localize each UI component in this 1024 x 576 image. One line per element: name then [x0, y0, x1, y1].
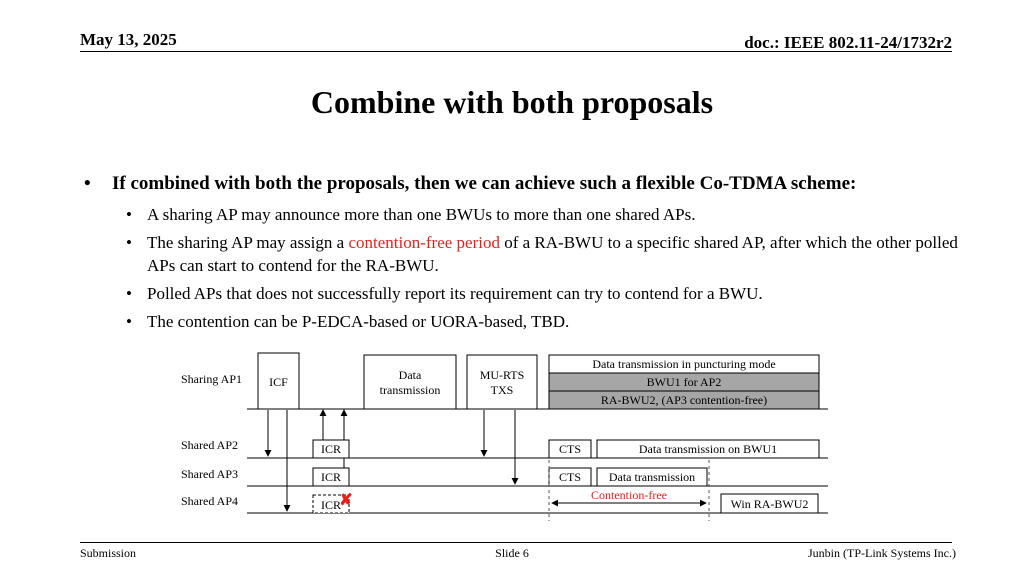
cts-label-ap2: CTS: [559, 442, 581, 456]
slide-title: Combine with both proposals: [310, 84, 714, 120]
rabwu2-label: RA-BWU2, (AP3 contention-free): [601, 393, 767, 407]
data-transmission-label-1: Data: [399, 368, 422, 382]
bullet-dot: •: [84, 173, 91, 194]
icr-frame-ap4-failed: [312, 494, 350, 514]
cts-frame-ap3: [548, 467, 592, 487]
cts-label-ap3: CTS: [559, 470, 581, 484]
data-bwu1-frame: [596, 439, 820, 459]
rabwu2-frame: [548, 390, 820, 410]
icr-frame-ap2: [312, 439, 350, 459]
bullet-main: • If combined with both the proposals, t…: [80, 170, 970, 198]
mu-rts-label-2: TXS: [491, 383, 514, 397]
bullet-sub-2-post: of a RA-BWU to a specific shared AP, aft…: [147, 233, 958, 275]
bullet-sub-2: • The sharing AP may assign a contention…: [80, 231, 970, 277]
bullet-sub-4-text: The contention can be P-EDCA-based or UO…: [147, 312, 570, 331]
bullet-list: • If combined with both the proposals, t…: [80, 170, 970, 333]
data-bwu1-label: Data transmission on BWU1: [639, 442, 777, 456]
row-label-shared-ap4: Shared AP4: [181, 494, 238, 508]
puncturing-title-label: Data transmission in puncturing mode: [592, 357, 775, 371]
bullet-dot: •: [126, 284, 132, 303]
bullet-sub-3-text: Polled APs that does not successfully re…: [147, 284, 763, 303]
win-rabwu2-label: Win RA-BWU2: [731, 497, 809, 511]
mu-rts-txs-frame: [466, 354, 538, 410]
bullet-main-text: If combined with both the proposals, the…: [112, 173, 857, 194]
header-doc-id: doc.: IEEE 802.11-24/1732r2: [744, 33, 952, 52]
row-label-shared-ap2: Shared AP2: [181, 438, 238, 452]
bullet-sub-4: • The contention can be P-EDCA-based or …: [80, 310, 970, 333]
bullet-sub-1: • A sharing AP may announce more than on…: [80, 203, 970, 226]
header-date: May 13, 2025: [80, 30, 177, 49]
data-transmission-label-2: transmission: [380, 383, 441, 397]
footer-author: Junbin (TP-Link Systems Inc.): [808, 546, 956, 560]
icf-frame: [257, 352, 300, 410]
row-label-sharing-ap1: Sharing AP1: [181, 372, 242, 386]
bwu1-label: BWU1 for AP2: [647, 375, 722, 389]
icr-label-ap3: ICR: [321, 470, 341, 484]
bullet-sub-2-highlight: contention-free period: [348, 233, 500, 252]
bullet-dot: •: [126, 233, 132, 252]
bullet-dot: •: [126, 205, 132, 224]
icf-label: ICF: [269, 375, 288, 389]
icr-label-ap4: ICR: [321, 498, 341, 512]
win-rabwu2-frame: [720, 493, 819, 514]
data-transmission-frame: [363, 354, 457, 410]
bullet-sub-1-text: A sharing AP may announce more than one …: [147, 205, 696, 224]
contention-free-label: Contention-free: [591, 488, 667, 502]
data-tx-ap3-frame: [596, 467, 708, 487]
fail-x-icon: ✘: [339, 492, 352, 509]
footer-divider: [80, 542, 952, 543]
row-label-shared-ap3: Shared AP3: [181, 467, 238, 481]
icr-label-ap2: ICR: [321, 442, 341, 456]
data-tx-ap3-label: Data transmission: [609, 470, 695, 484]
header-divider: [80, 51, 952, 52]
icr-frame-ap3: [312, 467, 350, 487]
footer-submission: Submission: [80, 546, 137, 560]
cts-frame-ap2: [548, 439, 592, 459]
mu-rts-label-1: MU-RTS: [480, 368, 525, 382]
bullet-dot: •: [126, 312, 132, 331]
footer-slide-number: Slide 6: [495, 546, 529, 560]
bullet-sub-3: • Polled APs that does not successfully …: [80, 282, 970, 305]
bullet-sub-2-pre: The sharing AP may assign a: [147, 233, 349, 252]
